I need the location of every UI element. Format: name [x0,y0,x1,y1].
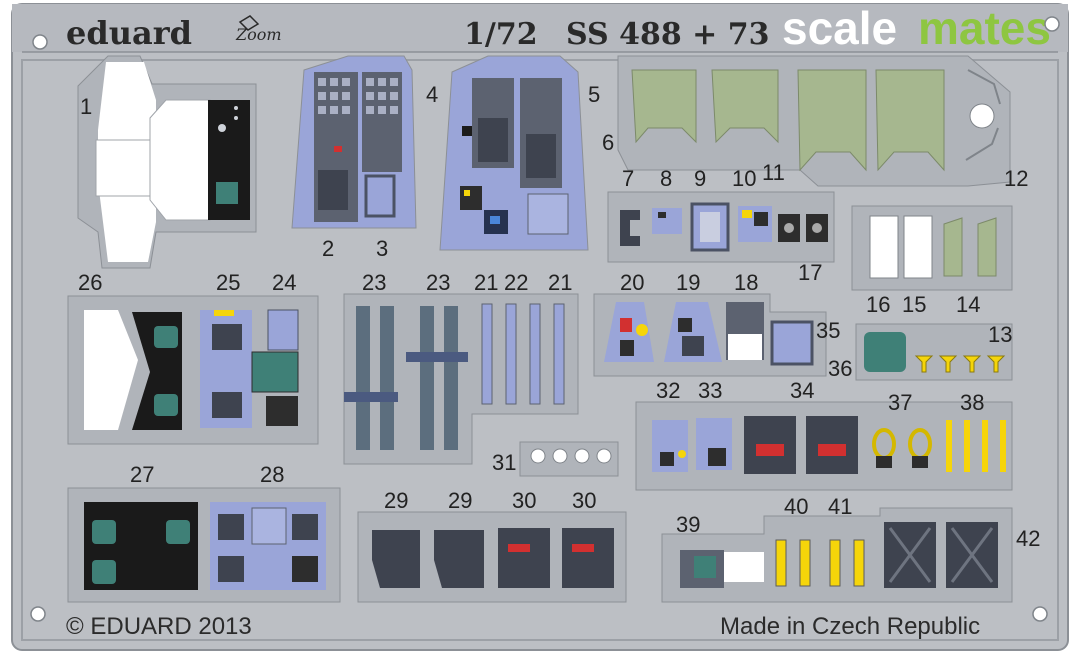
part-number: 28 [260,462,284,487]
zoom-logo: Zoom [235,25,282,44]
part-number: 18 [734,270,758,295]
part-4-5-panel [439,55,589,251]
part-number: 1 [80,94,92,119]
part-number: 40 [784,494,808,519]
part-number: 14 [956,292,980,317]
part-39-42-panel [661,507,1013,603]
part-number: 34 [790,378,814,403]
part-number: 41 [828,494,852,519]
part-number: 42 [1016,526,1040,551]
part-number: 20 [620,270,644,295]
part-number: 30 [512,488,536,513]
part-number: 23 [426,270,450,295]
part-6-12-tray [617,55,1011,187]
part-number: 23 [362,270,386,295]
watermark-scale: scale [782,2,897,54]
part-number: 32 [656,378,680,403]
part-number: 26 [78,270,102,295]
part-number: 16 [866,292,890,317]
part-24-26-panel [67,295,319,445]
part-number: 13 [988,322,1012,347]
part-number: 30 [572,488,596,513]
part-number: 21 [474,270,498,295]
part-number: 9 [694,166,706,191]
part-number: 35 [816,318,840,343]
scale-label: 1/72 [464,17,538,52]
part-27-28-panel [67,487,341,603]
part-number: 17 [798,260,822,285]
part-number: 27 [130,462,154,487]
part-number: 6 [602,130,614,155]
part-number: 38 [960,390,984,415]
part-number: 11 [762,160,785,185]
part-2-3-panel [291,55,417,229]
part-number-labels: 1 2 3 4 5 6 7 8 9 10 11 12 13 14 15 16 1… [78,82,1040,551]
part-14-16-panel [851,205,1013,291]
origin-text: Made in Czech Republic [720,613,980,640]
part-21-23-panel [343,293,579,465]
part-number: 29 [448,488,472,513]
watermark-mates: mates [918,2,1051,54]
part-number: 33 [698,378,722,403]
part-number: 36 [828,356,852,381]
part-number: 5 [588,82,600,107]
part-number: 25 [216,270,240,295]
part-number: 7 [622,166,634,191]
part-number: 22 [504,270,528,295]
set-code: SS 488 + 73 [566,17,770,52]
part-number: 37 [888,390,912,415]
part-7-10-panel [607,191,835,263]
part-number: 2 [322,236,334,261]
part-number: 19 [676,270,700,295]
part-number: 8 [660,166,672,191]
part-number: 29 [384,488,408,513]
part-29-30-panel [357,511,627,603]
part-number: 24 [272,270,296,295]
part-number: 21 [548,270,572,295]
part-number: 3 [376,236,388,261]
part-number: 15 [902,292,926,317]
part-18-20-panel [593,293,827,377]
part-number: 4 [426,82,438,107]
part-31-loops [519,441,619,477]
brand-logo: eduard [66,14,192,52]
part-number: 31 [492,450,516,475]
part-1-panel [77,55,257,269]
part-number: 10 [732,166,756,191]
part-32-38-panel [635,401,1013,491]
part-13-36-panel [855,323,1013,381]
part-number: 39 [676,512,700,537]
part-number: 12 [1004,166,1028,191]
copyright-text: © EDUARD 2013 [66,613,252,640]
